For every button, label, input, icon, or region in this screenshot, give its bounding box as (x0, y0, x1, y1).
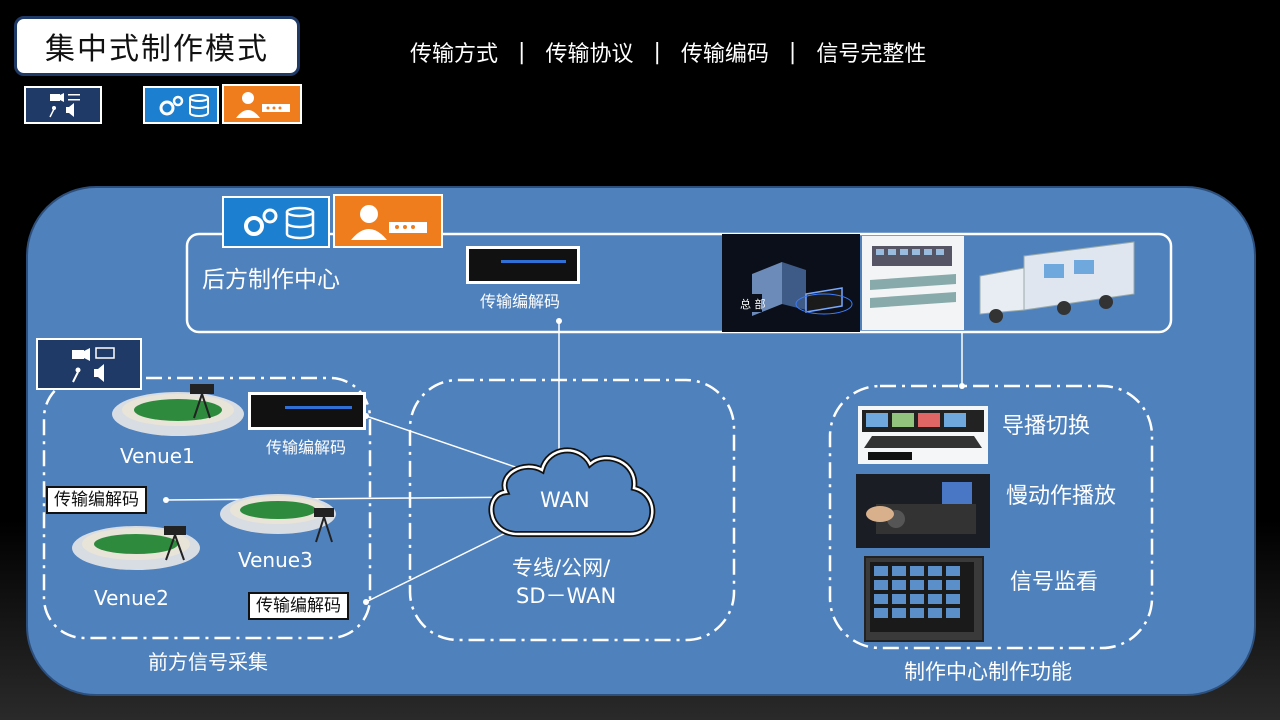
headquarters-image: 总 部 (722, 234, 860, 332)
stadium-venue3-icon (220, 494, 336, 543)
wan-label: WAN (540, 488, 590, 512)
nav-separator: | (653, 39, 661, 65)
nav-item-transport-protocol[interactable]: 传输协议 (545, 42, 634, 67)
back-center-title: 后方制作中心 (202, 267, 340, 293)
function-switching: 导播切换 (1002, 414, 1091, 439)
nav-item-transport-method[interactable]: 传输方式 (410, 42, 499, 67)
page-title: 集中式制作模式 (14, 16, 300, 76)
control-room-image (862, 236, 964, 330)
network-caption-line2: SD－WAN (516, 584, 617, 608)
operator-console-icon (222, 84, 302, 124)
network-caption-line1: 专线/公网/ (512, 556, 611, 580)
nav-item-signal-integrity[interactable]: 信号完整性 (816, 42, 927, 67)
codec-device (248, 392, 366, 430)
function-monitoring: 信号监看 (1010, 570, 1099, 595)
functions-title: 制作中心制作功能 (904, 660, 1072, 684)
back-center-codec-label: 传输编解码 (480, 292, 561, 311)
venue2-codec-badge: 传输编解码 (46, 486, 147, 514)
nav-item-transport-codec[interactable]: 传输编码 (680, 42, 769, 67)
nav-separator: | (788, 39, 797, 65)
connection-lines (42, 232, 1173, 650)
ob-truck-image (974, 234, 1144, 330)
venue1-label: Venue1 (120, 444, 195, 468)
operator-console-icon (333, 194, 443, 248)
venue1-codec-label: 传输编解码 (266, 438, 347, 457)
camera-mic-speaker-icon (36, 338, 142, 390)
stadium-venue1-icon (112, 384, 244, 436)
top-nav: 传输方式 | 传输协议 | 传输编码 | 信号完整性 (410, 36, 1010, 68)
gears-database-icon (143, 86, 219, 124)
venue3-label: Venue3 (238, 548, 313, 572)
front-title: 前方信号采集 (148, 650, 268, 674)
nav-separator: | (518, 39, 526, 65)
hq-label: 总 部 (740, 298, 766, 311)
stadium-venue2-icon (72, 526, 200, 570)
venue2-label: Venue2 (94, 586, 169, 610)
monitor-wall-image (864, 556, 984, 642)
codec-device (466, 246, 580, 284)
switcher-image (858, 406, 988, 464)
camera-mic-speaker-icon (24, 86, 102, 124)
slow-motion-image (856, 474, 990, 548)
venue3-codec-badge: 传输编解码 (248, 592, 349, 620)
gears-database-icon (222, 196, 330, 248)
function-slow-motion: 慢动作播放 (1006, 484, 1117, 509)
workflow-panel: 后方制作中心 传输编解码 总 部 (26, 186, 1256, 696)
